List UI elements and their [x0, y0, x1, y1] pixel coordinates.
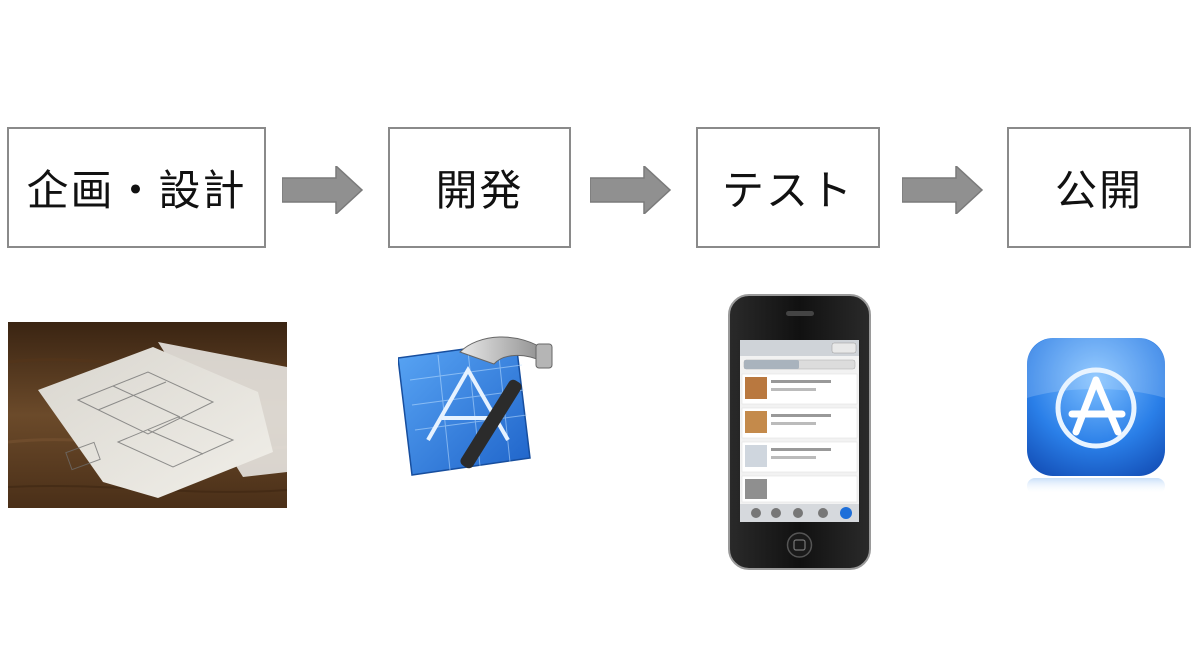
- arrow-right-icon: [282, 166, 364, 214]
- arrow-right-icon: [590, 166, 672, 214]
- app-store-icon: [1027, 338, 1165, 494]
- arrow-right-icon: [902, 166, 984, 214]
- step-label-development: 開発: [435, 166, 524, 215]
- blueprint-paper-photo: [8, 322, 287, 508]
- step-label-test: テスト: [721, 166, 854, 215]
- step-label-plan-design: 企画・設計: [26, 166, 247, 215]
- step-label-release: 公開: [1054, 166, 1143, 215]
- iphone-device-icon: [728, 294, 871, 570]
- xcode-hammer-icon: [398, 336, 553, 476]
- step-box-development: 開発: [388, 127, 571, 248]
- step-box-test: テスト: [696, 127, 880, 248]
- step-box-release: 公開: [1007, 127, 1191, 248]
- step-box-plan-design: 企画・設計: [7, 127, 266, 248]
